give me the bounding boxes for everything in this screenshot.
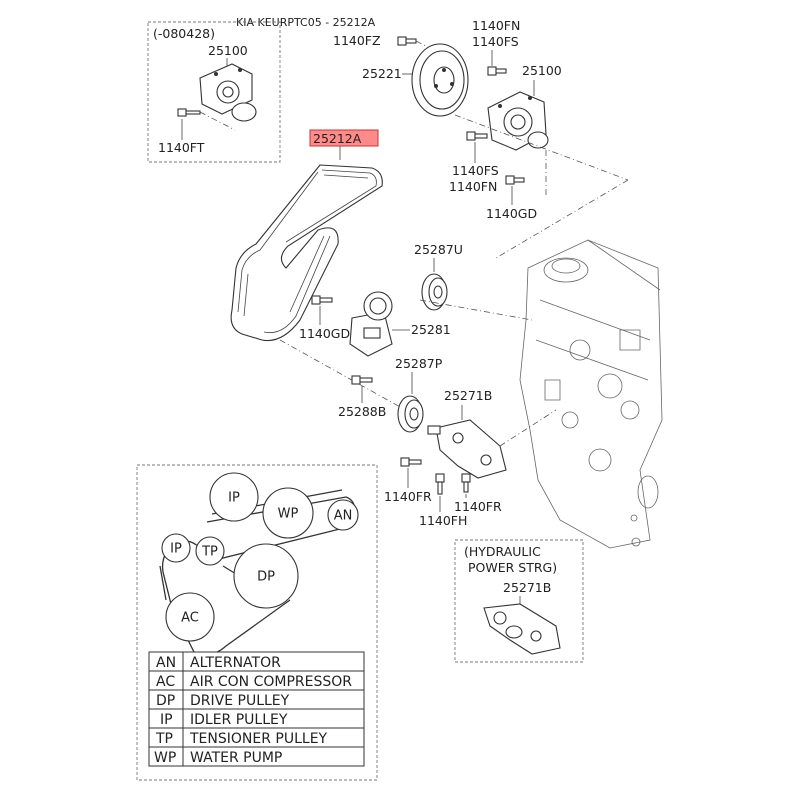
inset-hydraulic-power-steering: (HYDRAULIC POWER STRG) 25271B — [454, 539, 584, 663]
dashed-guide — [415, 40, 439, 53]
bolt-25288b-drawing — [351, 375, 373, 385]
inset-part-25100-label[interactable]: 25100 — [208, 43, 248, 58]
inset-hydraulic-part-label[interactable]: 25271B — [503, 580, 551, 595]
label-25287u[interactable]: 25287U — [414, 242, 463, 257]
legend-code: TP — [155, 731, 173, 747]
inset-variant-080428: (-080428) 25100 1140FT — [147, 21, 281, 163]
legend-code: IP — [160, 712, 173, 728]
dashed-guide — [279, 339, 403, 409]
belt-routing-panel: IP WP AN IP TP DP AC — [136, 464, 378, 781]
label-1140gd-top[interactable]: 1140GD — [486, 206, 537, 221]
bolt-1140fh-drawing — [435, 473, 445, 495]
legend-code: AC — [156, 674, 175, 690]
bolt-1140fr-right-drawing — [461, 473, 471, 493]
routing-panel-border — [136, 464, 378, 781]
legend-name: DRIVE PULLEY — [190, 693, 290, 709]
legend-name: TENSIONER PULLEY — [189, 731, 328, 747]
inset-hydraulic-title-1: (HYDRAULIC — [464, 544, 541, 559]
inset-variant-label: (-080428) — [153, 26, 215, 41]
pulley-ip-upper-label: IP — [228, 491, 240, 506]
legend-name: AIR CON COMPRESSOR — [190, 674, 352, 690]
pulley-ip-upper — [209, 472, 259, 522]
label-1140fr-left[interactable]: 1140FR — [384, 489, 432, 504]
bracket-25271b-drawing — [427, 419, 507, 479]
pulley-ac — [165, 592, 215, 642]
label-1140fh[interactable]: 1140FH — [419, 513, 467, 528]
dashed-guide — [454, 114, 629, 181]
label-25288b[interactable]: 25288B — [338, 404, 386, 419]
bolt-1140gd-top-drawing — [505, 175, 525, 185]
water-pump-pulley-25221-drawing — [411, 43, 469, 117]
label-1140fz[interactable]: 1140FZ — [333, 33, 381, 48]
pulley-tp — [195, 536, 225, 566]
pulley-wp-label: WP — [278, 507, 299, 522]
label-1140fs-top[interactable]: 1140FS — [472, 34, 519, 49]
engine-block-drawing — [519, 239, 663, 549]
inset-hydraulic-title-2: POWER STRG) — [468, 560, 557, 575]
bolt-1140fz-drawing — [397, 36, 417, 46]
legend-code: AN — [156, 655, 176, 671]
pulley-ip-lower — [161, 533, 191, 563]
label-25281[interactable]: 25281 — [411, 322, 451, 337]
label-1140fn-mid[interactable]: 1140FN — [449, 179, 497, 194]
label-1140gd-mid[interactable]: 1140GD — [299, 326, 350, 341]
bolt-top-right-drawing — [487, 66, 507, 76]
inset-border — [147, 21, 281, 163]
pulley-tp-label: TP — [201, 545, 218, 560]
label-25100-main[interactable]: 25100 — [522, 63, 562, 78]
bolt-1140gd-mid-drawing — [311, 295, 333, 305]
legend-code: DP — [156, 693, 175, 709]
idler-pulley-25287p-drawing — [397, 395, 424, 433]
water-pump-25100-drawing — [487, 91, 549, 151]
label-25271b[interactable]: 25271B — [444, 388, 492, 403]
idler-pulley-25287u-drawing — [421, 273, 448, 311]
belt-25212a-highlight — [309, 129, 379, 147]
bracket-hydraulic-drawing — [483, 603, 561, 655]
label-1140fr-right[interactable]: 1140FR — [454, 499, 502, 514]
pulley-an — [327, 499, 359, 531]
legend-name: ALTERNATOR — [190, 655, 281, 671]
pulley-dp-label: DP — [257, 570, 275, 585]
bolt-1140fr-left-drawing — [400, 457, 422, 467]
legend-code: WP — [154, 750, 176, 766]
bolt-1140fs-mid-drawing — [466, 131, 488, 141]
diagram-title: KIA KEURPTC05 - 25212A — [236, 16, 376, 29]
water-pump-small-drawing — [199, 63, 257, 122]
label-25287p[interactable]: 25287P — [395, 356, 443, 371]
legend-name: WATER PUMP — [190, 750, 282, 766]
pulley-ip-lower-label: IP — [170, 542, 182, 557]
pulley-ac-label: AC — [181, 611, 199, 626]
dashed-guide — [499, 409, 557, 447]
pulley-an-label: AN — [334, 509, 353, 524]
dashed-guide — [419, 299, 533, 321]
tensioner-25281-drawing — [349, 291, 393, 357]
label-25212a[interactable]: 25212A — [313, 131, 362, 146]
legend-name: IDLER PULLEY — [190, 712, 288, 728]
label-1140fn-top[interactable]: 1140FN — [472, 18, 520, 33]
label-1140fs-mid[interactable]: 1140FS — [452, 163, 499, 178]
bolt-1140ft-drawing — [177, 108, 201, 117]
label-25221[interactable]: 25221 — [362, 66, 402, 81]
drive-belt-25212a-drawing — [230, 164, 383, 342]
dashed-guide — [199, 111, 236, 131]
pulley-dp — [233, 543, 299, 609]
inset-bolt-1140ft-label[interactable]: 1140FT — [158, 140, 205, 155]
legend-table: AN ALTERNATOR AC AIR CON COMPRESSOR DP D… — [148, 651, 365, 767]
pulley-wp — [262, 487, 314, 539]
